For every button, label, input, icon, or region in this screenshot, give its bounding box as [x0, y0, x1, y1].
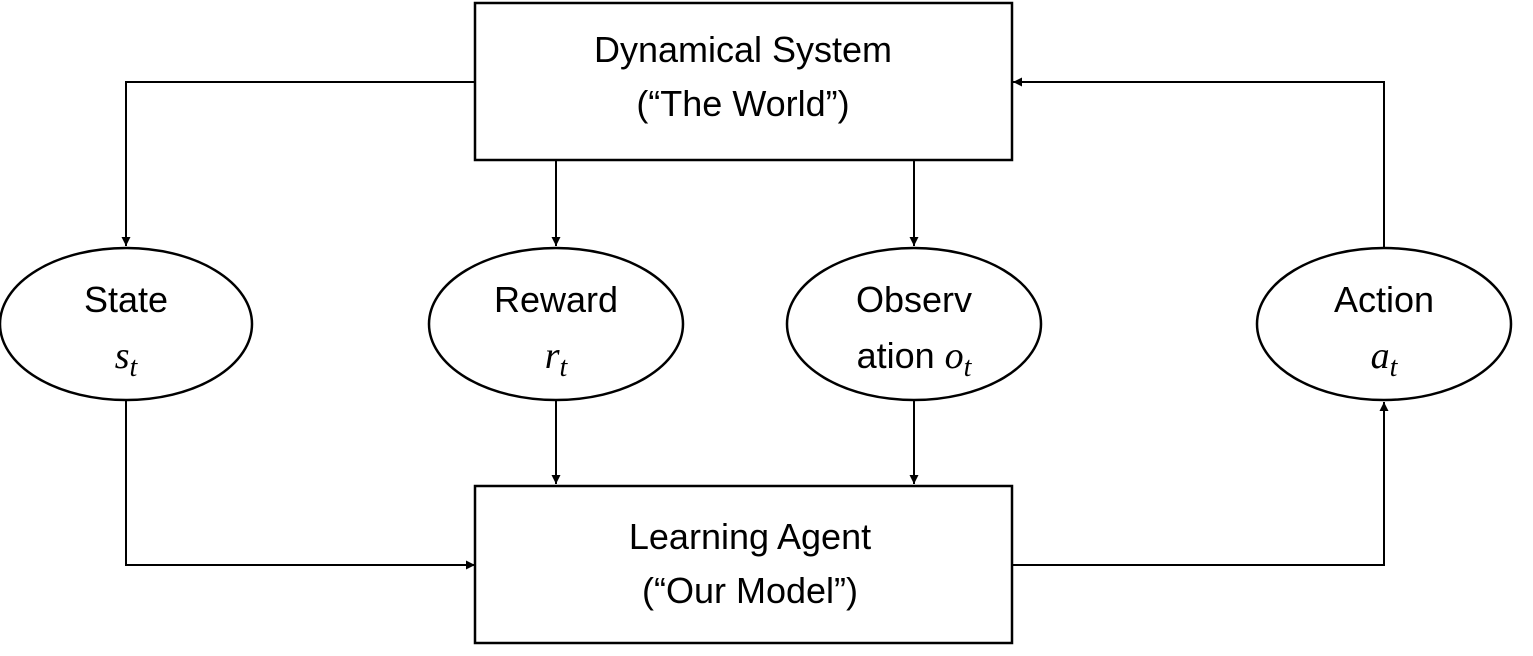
edge-state-to-agent [125, 400, 475, 570]
state-symbol: st [115, 335, 139, 383]
reward-symbol: rt [545, 335, 569, 383]
edge-action-to-world [1013, 77, 1385, 248]
reward-node: Reward rt [427, 246, 685, 402]
action-symbol: at [1371, 335, 1399, 383]
world-subtitle: (“The World”) [636, 83, 849, 124]
agent-subtitle: (“Our Model”) [642, 570, 858, 611]
learning-agent-node: Learning Agent (“Our Model”) [473, 484, 1014, 645]
action-label: Action [1334, 279, 1434, 320]
observation-label-line1: Observ [856, 279, 972, 320]
edges [121, 77, 1389, 570]
state-label: State [84, 279, 168, 320]
action-node: Action at [1255, 246, 1513, 402]
dynamical-system-node: Dynamical System (“The World”) [473, 1, 1014, 162]
reward-label: Reward [494, 279, 618, 320]
state-node: State st [0, 246, 254, 402]
edge-agent-to-action [1013, 402, 1389, 566]
edge-world-to-state [121, 81, 475, 246]
world-title: Dynamical System [594, 29, 892, 70]
agent-title: Learning Agent [629, 516, 871, 557]
